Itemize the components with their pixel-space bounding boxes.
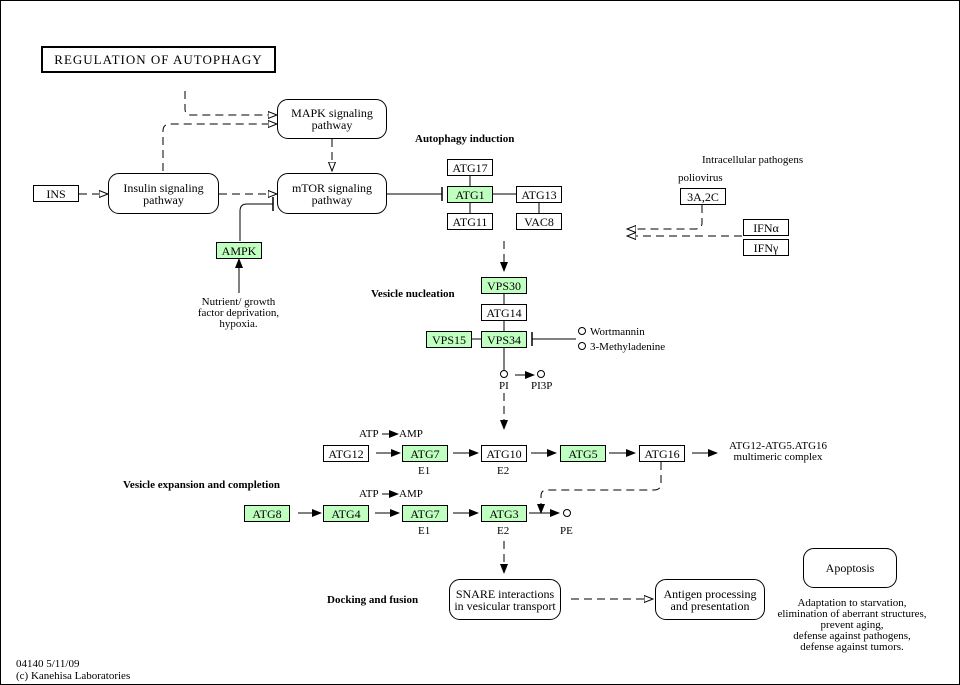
gene-atg10[interactable]: ATG10 [481,445,527,462]
edge-top-to-mapk [184,91,277,115]
pathway-label: pathway [143,192,184,207]
label-pe: PE [560,525,573,537]
edge-atg16-to-pe [537,462,662,514]
gene-ins[interactable]: INS [33,185,79,202]
edge-insulin-to-mapk [162,124,277,171]
pathway-label: mTOR signaling [291,180,373,195]
pathway-label: Insulin signaling [123,180,204,195]
label-nutrient-deprivation: Nutrient/ growth factor deprivation, hyp… [181,297,296,330]
gene-atg16[interactable]: ATG16 [639,445,685,462]
footer-id-date: 04140 5/11/09 [16,658,80,670]
label-e2-b: E2 [497,525,510,537]
label-amp-1: AMP [399,428,423,440]
gene-atg14[interactable]: ATG14 [481,304,527,321]
pathway-label: in vesicular transport [454,598,556,613]
label-outcomes: Adaptation to starvation, elimination of… [767,598,937,653]
gene-atg17[interactable]: ATG17 [447,159,493,176]
pathway-apoptosis[interactable]: Apoptosis [803,548,897,588]
pathway-label: Apoptosis [825,561,875,575]
label-line: defense against tumors. [800,641,904,653]
gene-atg5[interactable]: ATG5 [560,445,606,462]
gene-atg4[interactable]: ATG4 [323,505,369,522]
label-line: defense against pathogens, [793,630,911,642]
gene-atg7-e1[interactable]: ATG7 [402,445,448,462]
gene-vac8[interactable]: VAC8 [516,213,562,230]
gene-atg1[interactable]: ATG1 [447,186,493,203]
pathway-label: pathway [311,192,353,207]
gene-atg8[interactable]: ATG8 [244,505,290,522]
gene-vps30[interactable]: VPS30 [481,277,527,294]
gene-ampk[interactable]: AMPK [216,242,262,259]
compound-3-methyladenine[interactable] [578,342,586,350]
gene-atg7-e1-b[interactable]: ATG7 [402,505,448,522]
compound-pi3p[interactable] [537,370,545,378]
gene-vps15[interactable]: VPS15 [426,331,472,348]
footer-copyright: (c) Kanehisa Laboratories [16,670,131,682]
label-line: Nutrient/ growth [201,296,276,308]
pathway-label: and presentation [670,598,750,613]
compound-pi[interactable] [500,370,508,378]
label-line: Adaptation to starvation, [797,597,907,609]
gene-atg12[interactable]: ATG12 [323,445,369,462]
edge-ampk-inhibits-mtor [239,197,274,241]
edge-3a2c-to-left [627,205,703,229]
section-autophagy-induction: Autophagy induction [415,133,515,145]
label-line: factor deprivation, [197,307,280,319]
pathway-label: pathway [311,118,353,132]
gene-ifn-gamma[interactable]: IFNγ [743,239,789,256]
section-vesicle-expansion: Vesicle expansion and completion [123,479,280,491]
label-intracellular-pathogens: Intracellular pathogens [702,154,804,166]
label-line: ATG12-ATG5.ATG16 [728,440,828,452]
gene-vps34[interactable]: VPS34 [481,331,527,348]
label-3-methyladenine: 3-Methyladenine [590,341,666,353]
label-wortmannin: Wortmannin [590,326,645,338]
label-e1-b: E1 [418,525,431,537]
pathway-label: Antigen processing [663,586,757,601]
label-poliovirus: poliovirus [678,172,723,184]
label-pi: PI [499,380,509,392]
label-atp-1: ATP [359,428,379,440]
gene-atg11[interactable]: ATG11 [447,213,493,230]
label-line: elimination of aberrant structures, [777,608,927,620]
label-line: prevent aging, [820,619,884,631]
page-title: REGULATION OF AUTOPHAGY [41,46,276,73]
pathway-label: MAPK signaling [291,106,373,120]
compound-pe[interactable] [563,509,571,517]
label-e2-a: E2 [497,465,510,477]
label-line: hypoxia. [219,318,258,330]
label-multimeric-complex: ATG12-ATG5.ATG16 multimeric complex [723,441,833,463]
section-vesicle-nucleation: Vesicle nucleation [371,288,455,300]
label-pi3p: PI3P [531,380,553,392]
label-line: multimeric complex [733,451,823,463]
gene-atg3[interactable]: ATG3 [481,505,527,522]
compound-wortmannin[interactable] [578,327,586,335]
gene-3a-2c[interactable]: 3A,2C [680,188,726,205]
section-docking-fusion: Docking and fusion [327,594,419,606]
label-atp-2: ATP [359,488,379,500]
label-e1-a: E1 [418,465,431,477]
gene-ifn-alpha[interactable]: IFNα [743,219,789,236]
gene-atg13[interactable]: ATG13 [516,186,562,203]
label-amp-2: AMP [399,488,423,500]
pathway-label: SNARE interactions [455,586,555,601]
